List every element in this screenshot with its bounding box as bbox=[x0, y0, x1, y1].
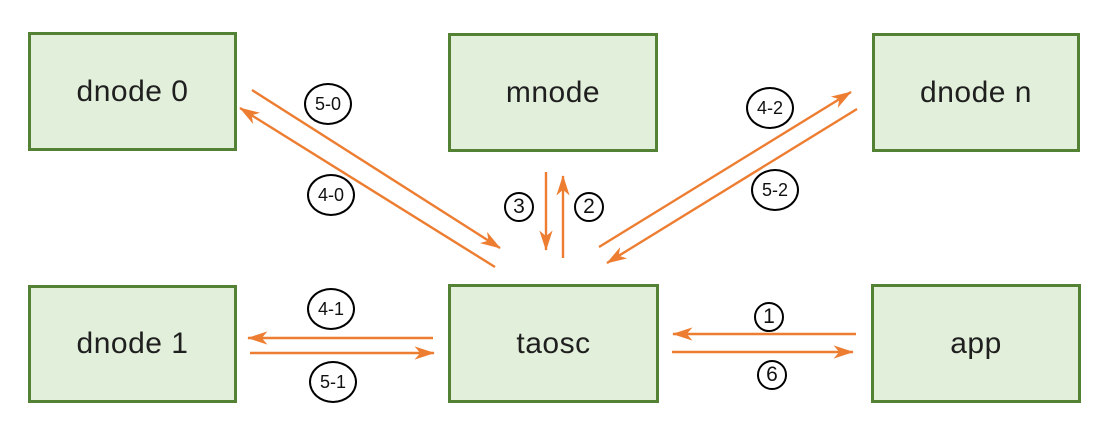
arrow-4-0 bbox=[239, 106, 496, 269]
node-dnode1: dnode 1 bbox=[28, 285, 237, 403]
edge-label-5-1: 5-1 bbox=[309, 361, 357, 403]
edge-label-4-0: 4-0 bbox=[307, 174, 355, 216]
edge-label-3: 3 bbox=[504, 192, 534, 222]
arrow-5-2 bbox=[606, 107, 858, 265]
edge-label-2: 2 bbox=[574, 192, 604, 222]
node-mnode: mnode bbox=[448, 33, 658, 152]
edge-label-5-2: 5-2 bbox=[751, 169, 799, 211]
node-dnoden-label: dnode n bbox=[920, 75, 1032, 109]
node-dnode0: dnode 0 bbox=[28, 32, 237, 151]
arrow-4-2 bbox=[598, 90, 852, 249]
edge-label-6: 6 bbox=[757, 360, 787, 390]
node-dnode1-label: dnode 1 bbox=[76, 327, 189, 360]
edge-label-5-0: 5-0 bbox=[304, 83, 352, 125]
node-taosc: taosc bbox=[448, 284, 659, 403]
edge-label-1: 1 bbox=[754, 302, 784, 332]
node-taosc-label: taosc bbox=[516, 326, 591, 360]
node-dnoden: dnode n bbox=[872, 33, 1080, 152]
node-app-label: app bbox=[950, 326, 1002, 360]
node-app: app bbox=[871, 284, 1081, 403]
edge-label-4-2: 4-2 bbox=[746, 87, 794, 129]
node-dnode0-label: dnode 0 bbox=[76, 74, 189, 108]
node-mnode-label: mnode bbox=[505, 75, 601, 109]
arrow-5-0 bbox=[251, 88, 501, 250]
edge-label-4-1: 4-1 bbox=[307, 288, 355, 330]
